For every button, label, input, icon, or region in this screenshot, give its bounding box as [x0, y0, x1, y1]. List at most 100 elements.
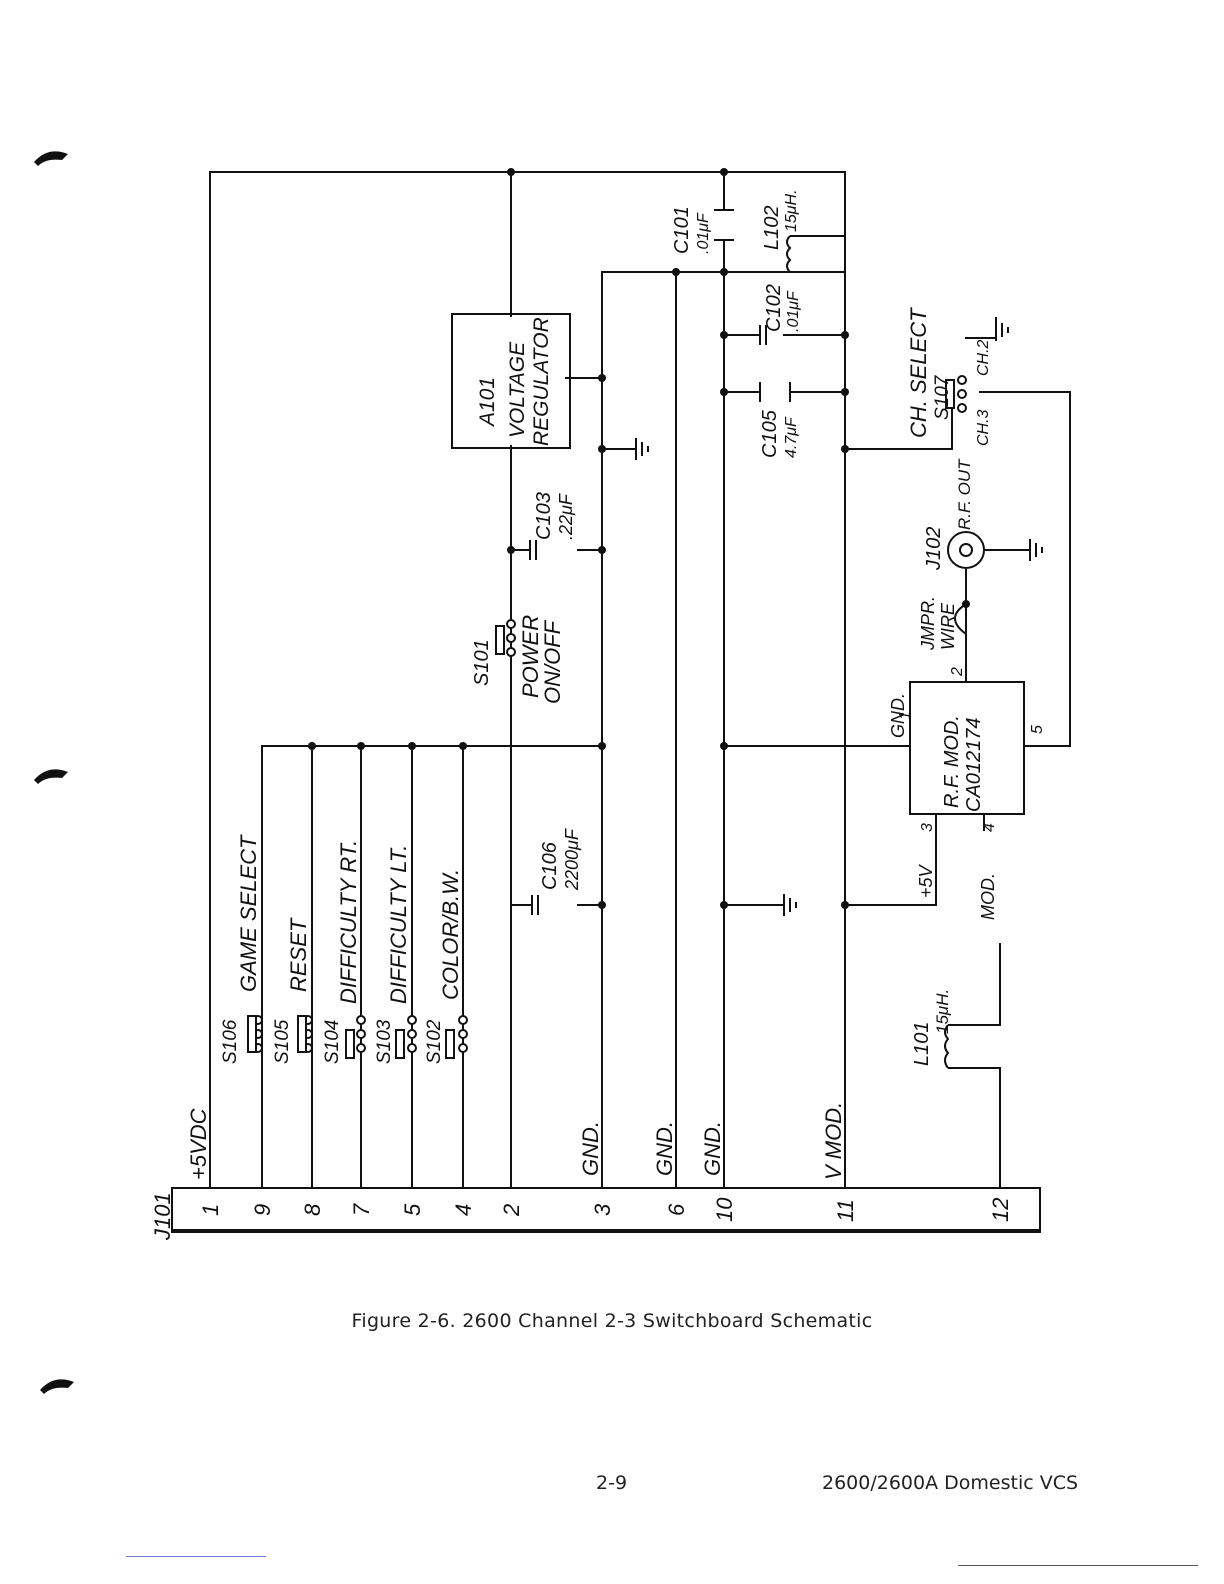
- switch-ref-s105: S105: [272, 1019, 293, 1064]
- slide-switch-icon: [345, 1015, 366, 1059]
- switch-ref-s101: S101: [471, 639, 493, 686]
- connector-pin: 5: [400, 1203, 425, 1216]
- net-label-gnd: GND.: [578, 1121, 603, 1176]
- connector-pin-labels: J101 1 9 8 7 5 4 2 3 6 10 11 12: [150, 1192, 1013, 1241]
- switch-label-difficulty-rt: DIFFICULTY RT.: [336, 840, 361, 1004]
- connector-pin: 7: [349, 1203, 374, 1216]
- schematic-wiring: [171, 171, 1071, 1233]
- regulator-labels: A101 VOLTAGE REGULATOR: [476, 317, 553, 446]
- capacitor-icon: [531, 895, 539, 915]
- jack-label-rf-out: R.F. OUT: [955, 458, 974, 530]
- slide-switch-icon: [495, 619, 516, 657]
- jumper-label-1: JMPR.: [918, 596, 938, 651]
- switch-ref-s103: S103: [374, 1019, 395, 1064]
- regulator-line-1: VOLTAGE: [506, 341, 529, 438]
- modulator-pin-1: 1: [897, 711, 914, 720]
- cap-value-c101: .01μF: [695, 212, 712, 254]
- connector-pin: 4: [451, 1204, 476, 1216]
- slide-switch-icon: [945, 375, 967, 413]
- net-labels: +5VDC GND. GND. GND. V MOD.: [186, 1102, 846, 1180]
- inductor-coil-icon: [944, 1024, 960, 1069]
- jumper-wire: [954, 603, 967, 635]
- capacitor-icon: [759, 382, 791, 402]
- inductor-value-l102: 15μH.: [783, 189, 800, 232]
- connector-pin: 9: [250, 1204, 275, 1216]
- slide-switch-icon: [247, 1015, 263, 1053]
- cap-value-c106: 2200μF: [562, 828, 582, 891]
- binder-hole-mark: [40, 1379, 74, 1394]
- connector-pin: 2: [499, 1204, 524, 1217]
- connector-pin: 1: [198, 1204, 223, 1216]
- connector-ref: J101: [150, 1192, 175, 1241]
- connector-pin: 6: [664, 1203, 689, 1216]
- rf-modulator-labels: R.F. MOD. CA012174 GND. 1 2 3 +5V 4 MOD.…: [888, 667, 1046, 920]
- switch-ref-s104: S104: [322, 1020, 343, 1064]
- modulator-pin-3: 3: [919, 823, 936, 832]
- inductor-ref-l101: L101: [911, 1022, 933, 1067]
- cap-ref-c101: C101: [671, 206, 693, 254]
- switch-ref-s102: S102: [424, 1019, 445, 1064]
- cap-ref-c105: C105: [759, 409, 781, 458]
- modulator-plus5-label: +5V: [916, 863, 936, 898]
- capacitor-icon: [714, 209, 734, 241]
- connector-pin: 11: [833, 1199, 858, 1222]
- cap-value-c103: .22μF: [556, 493, 576, 540]
- inductor-coil-icon: [786, 235, 806, 273]
- inductor-value-l101: 15μH.: [933, 989, 952, 1034]
- switch-label-game-select: GAME SELECT: [236, 834, 261, 992]
- inductor-labels: L102 15μH. L101 15μH.: [761, 189, 952, 1066]
- net-label-plus5: +5VDC: [186, 1108, 211, 1180]
- capacitor-icon: [529, 540, 537, 560]
- switch-label-reset: RESET: [286, 917, 311, 992]
- switch-label-power: POWER: [518, 615, 543, 698]
- slide-switch-icon: [395, 1015, 417, 1059]
- regulator-ref: A101: [476, 377, 499, 428]
- modulator-line-2: CA012174: [963, 717, 985, 812]
- connector-pin: 3: [590, 1203, 615, 1216]
- net-label-vmod: V MOD.: [821, 1102, 846, 1180]
- switch-label-ch3: CH.3: [975, 409, 992, 446]
- cap-value-c105: 4.7μF: [783, 416, 800, 458]
- coax-jack-icon: [947, 531, 985, 569]
- switch-label-on-off: ON/OFF: [540, 619, 565, 704]
- connector-pin: 8: [300, 1203, 325, 1216]
- figure-caption: Figure 2-6. 2600 Channel 2-3 Switchboard…: [351, 1310, 873, 1332]
- junction-dots: [308, 168, 970, 909]
- switch-label-ch2: CH.2: [975, 339, 992, 376]
- cap-ref-c106: C106: [539, 841, 561, 890]
- net-label-gnd: GND.: [652, 1121, 677, 1176]
- switch-label-difficulty-lt: DIFFICULTY LT.: [386, 845, 411, 1004]
- footer-rule: [126, 1556, 266, 1557]
- modulator-pin-5: 5: [1029, 725, 1046, 734]
- switch-labels: S106 GAME SELECT S105 RESET S104 DIFFICU…: [220, 307, 992, 1064]
- net-label-gnd: GND.: [700, 1121, 725, 1176]
- jumper-label-2: WIRE: [938, 602, 958, 650]
- binder-hole-mark: [34, 769, 68, 784]
- binder-hole-mark: [34, 151, 68, 166]
- connector-pin: 12: [988, 1198, 1013, 1222]
- jack-ref-j102: J102: [923, 527, 945, 571]
- ground-symbol-icon: [602, 437, 649, 461]
- switch-ref-s106: S106: [220, 1019, 241, 1064]
- modulator-gnd-label: GND.: [888, 693, 908, 738]
- regulator-line-2: REGULATOR: [530, 317, 553, 446]
- page-number: 2-9: [596, 1472, 628, 1494]
- modulator-line-1: R.F. MOD.: [941, 715, 963, 808]
- ground-symbol-icon: [995, 318, 1009, 342]
- modulator-mod-label: MOD.: [978, 873, 998, 920]
- switch-label-color-bw: COLOR/B.W.: [438, 869, 463, 1000]
- ground-symbol-icon: [783, 893, 797, 917]
- inductor-ref-l102: L102: [761, 206, 783, 251]
- slide-switch-icon: [297, 1015, 313, 1053]
- switch-label-ch-select: CH. SELECT: [906, 307, 931, 438]
- cap-value-c102: .01μF: [785, 290, 802, 332]
- modulator-pin-2: 2: [949, 667, 966, 677]
- cap-ref-c103: C103: [533, 492, 555, 540]
- modulator-pin-4: 4: [981, 823, 998, 832]
- connector-pin: 10: [712, 1197, 737, 1222]
- switch-ref-s107: S107: [932, 374, 953, 420]
- footer-rule-right: [958, 1565, 1198, 1566]
- document-title: 2600/2600A Domestic VCS: [822, 1472, 1079, 1494]
- cap-ref-c102: C102: [763, 284, 785, 332]
